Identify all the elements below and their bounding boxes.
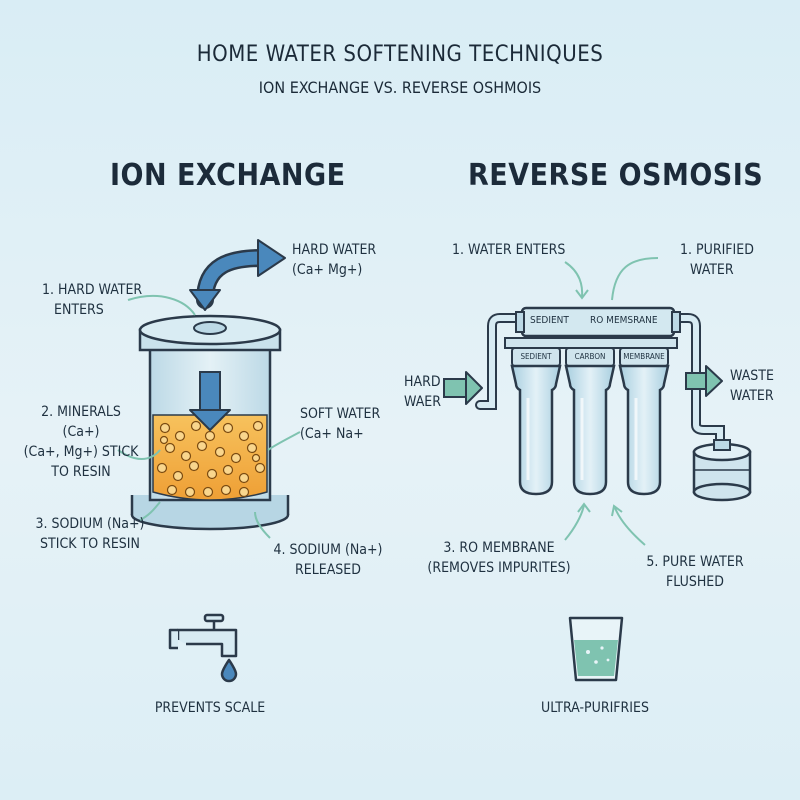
page-title: HOME WATER SOFTENING TECHNIQUES (196, 42, 604, 67)
housing-label-right: RO MEMSRANE (590, 315, 658, 326)
ion-exchange-heading: ION EXCHANGE (110, 158, 346, 193)
page-subtitle: ION EXCHANGE VS. REVERSE OSHMOIS (258, 78, 542, 97)
reverse-osmosis-heading: REVERSE OSMOSIS (468, 158, 764, 193)
curved-flow-arrow (189, 239, 286, 311)
waste-water-output-arrow (685, 365, 723, 397)
ro-water-enters-label: 1. WATER ENTERS (452, 242, 566, 258)
housing-label-left: SEDIENT (530, 315, 569, 326)
ro-membrane-housing (515, 306, 681, 338)
resin-tank (130, 314, 290, 531)
ion-benefit-label: PREVENTS SCALE (154, 700, 266, 716)
resin-beads (156, 420, 266, 498)
ro-callout-lines (564, 257, 659, 546)
canister-label-sediment: SEDIENT (520, 352, 552, 361)
ro-hard-water-label: HARD WAER (404, 374, 442, 410)
storage-tank (692, 439, 752, 502)
ion-soft-water-label: SOFT WATER (Ca+ Na+ (300, 406, 381, 442)
ion-step3-label: 3. SODIUM (Na+) STICK TO RESIN (35, 516, 145, 552)
faucet-drop-icon (168, 613, 238, 683)
hard-water-input-arrow (443, 371, 483, 405)
ion-step4-label: 4. SODIUM (Na+) RELEASED (273, 542, 383, 578)
ro-waste-label: WASTE WATER (730, 368, 774, 404)
ion-hard-water-label: HARD WATER (Ca+ Mg+) (292, 242, 377, 278)
ro-pure-water-label: 5. PURE WATER FLUSHED (646, 554, 744, 590)
ion-callout-lines (117, 295, 301, 539)
ion-step2-label: 2. MINERALS (Ca+) (Ca+, Mg+) STICK TO RE… (23, 404, 139, 480)
glass-of-water-icon (568, 616, 624, 682)
ro-purified-label: 1. PURIFIED WATER (680, 242, 754, 278)
ro-membrane-label: 3. RO MEMBRANE (REMOVES IMPURITES) (427, 540, 571, 576)
canister-label-membrane: MEMBRANE (623, 352, 665, 361)
filter-canisters (510, 347, 670, 496)
canister-label-carbon: CARBON (574, 352, 606, 361)
ion-step1-label: 1. HARD WATER ENTERS (42, 282, 143, 318)
ro-benefit-label: ULTRA-PURIFRIES (541, 700, 649, 716)
